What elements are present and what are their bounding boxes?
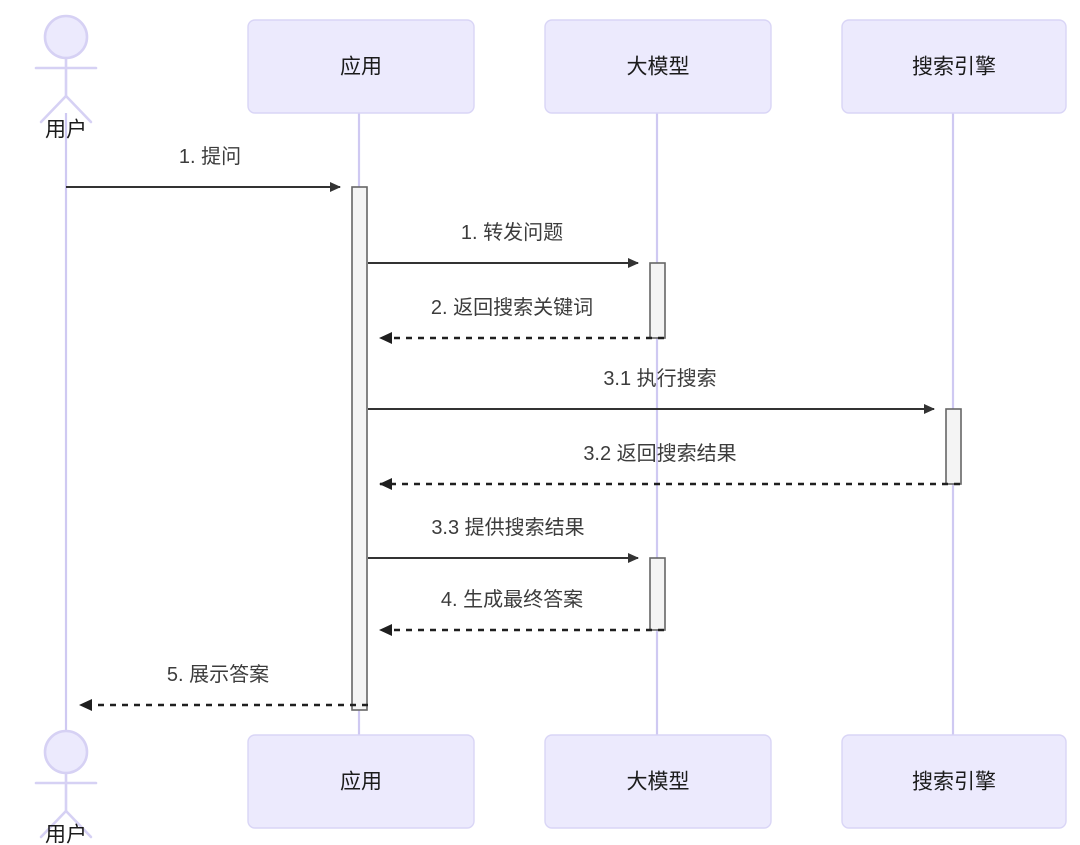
activation-bar-search <box>945 408 962 485</box>
message-1-ask[interactable]: 1. 提问 <box>66 145 341 192</box>
activation-bar-app <box>351 186 368 711</box>
actor-user-top[interactable]: 用户 <box>34 14 98 142</box>
message-3-return-keywords[interactable]: 2. 返回搜索关键词 <box>379 296 664 344</box>
participant-box-app-bottom <box>247 734 475 829</box>
message-label-3: 2. 返回搜索关键词 <box>431 296 593 319</box>
message-5-return-search-results[interactable]: 3.2 返回搜索结果 <box>379 442 960 490</box>
participant-box-search-bottom <box>841 734 1067 829</box>
message-label-6: 3.3 提供搜索结果 <box>431 516 584 539</box>
message-7-generate-final-answer[interactable]: 4. 生成最终答案 <box>379 588 664 636</box>
participant-label-search-bottom: 搜索引擎 <box>912 771 996 794</box>
participant-search-top[interactable]: 搜索引擎 <box>841 19 1067 114</box>
participant-box-llm-bottom <box>544 734 772 829</box>
actor-leg-right-bottom-icon <box>64 809 93 839</box>
actor-label-user-bottom: 用户 <box>45 824 87 845</box>
message-8-show-answer[interactable]: 5. 展示答案 <box>79 663 368 711</box>
actor-head-icon <box>43 14 89 60</box>
participant-label-app-top: 应用 <box>340 56 382 79</box>
lifelines-group <box>64 113 955 738</box>
message-label-7: 4. 生成最终答案 <box>441 588 583 611</box>
participant-box-search-top <box>841 19 1067 114</box>
participant-app-top[interactable]: 应用 <box>247 19 475 114</box>
participant-llm-bottom[interactable]: 大模型 <box>544 734 772 829</box>
message-6-provide-search-results[interactable]: 3.3 提供搜索结果 <box>368 516 639 563</box>
participant-box-llm-top <box>544 19 772 114</box>
message-label-5: 3.2 返回搜索结果 <box>583 442 736 465</box>
activation-bar-llm-2 <box>649 557 666 631</box>
actor-label-user-top: 用户 <box>45 119 87 142</box>
participant-label-llm-top: 大模型 <box>627 56 690 79</box>
participant-search-bottom[interactable]: 搜索引擎 <box>841 734 1067 829</box>
participant-label-search-top: 搜索引擎 <box>912 56 996 79</box>
actor-leg-left-icon <box>39 94 68 124</box>
message-4-execute-search[interactable]: 3.1 执行搜索 <box>368 367 935 414</box>
participant-label-llm-bottom: 大模型 <box>627 771 690 794</box>
actor-head-bottom-icon <box>43 729 89 775</box>
actor-leg-left-bottom-icon <box>39 809 68 839</box>
activation-bar-llm-1 <box>649 262 666 339</box>
message-label-1: 1. 提问 <box>179 145 241 168</box>
message-label-4: 3.1 执行搜索 <box>603 367 716 390</box>
message-label-2: 1. 转发问题 <box>461 221 563 244</box>
participant-box-app-top <box>247 19 475 114</box>
activation-bars-group <box>351 186 962 711</box>
participant-llm-top[interactable]: 大模型 <box>544 19 772 114</box>
participant-app-bottom[interactable]: 应用 <box>247 734 475 829</box>
actor-leg-right-icon <box>64 94 93 124</box>
actor-user-bottom[interactable]: 用户 <box>34 729 98 845</box>
message-label-8: 5. 展示答案 <box>167 663 269 686</box>
message-2-forward-question[interactable]: 1. 转发问题 <box>368 221 639 268</box>
participant-label-app-bottom: 应用 <box>340 771 382 794</box>
